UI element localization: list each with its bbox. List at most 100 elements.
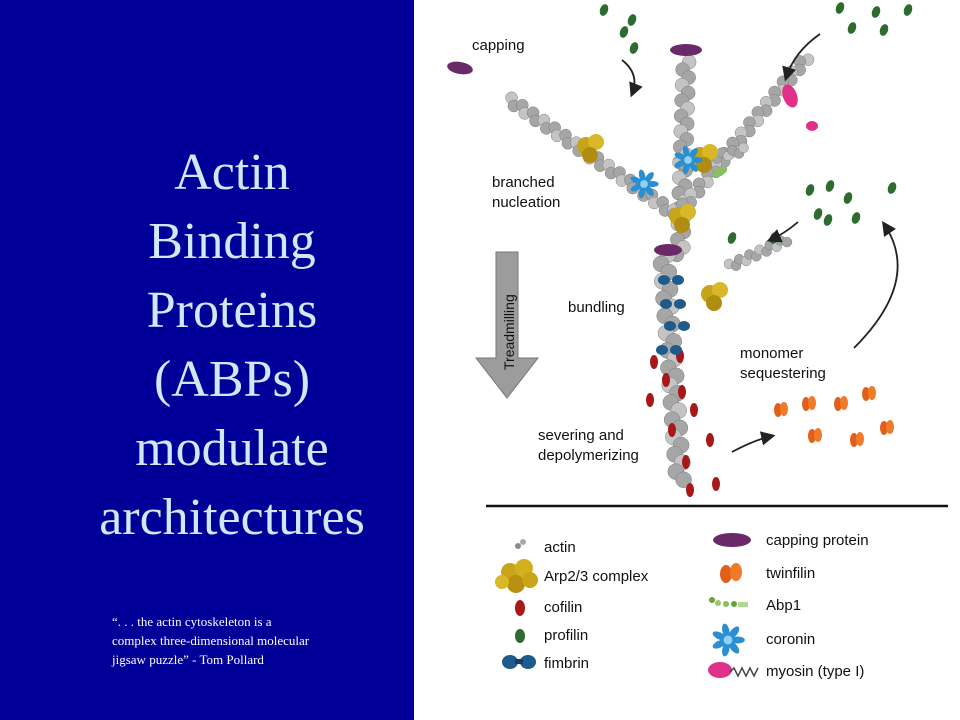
fimbrin [678, 321, 690, 331]
label-severing: severing and [538, 427, 624, 444]
treadmilling-arrow: Treadmilling [474, 251, 540, 399]
profilin [805, 184, 815, 196]
cofilin [682, 455, 690, 469]
twinfilin [856, 432, 864, 446]
arrow-profilin [766, 221, 799, 243]
title-line: architectures [99, 489, 365, 546]
fimbrin [674, 299, 686, 309]
cofilin [668, 423, 676, 437]
legend-myosin: myosin (type I) [766, 663, 864, 680]
label-depolymerizing: depolymerizing [538, 447, 639, 464]
pollard-quote: “. . . the actin cytoskeleton is a compl… [112, 612, 392, 669]
arp23-complex [680, 204, 696, 220]
diagram-proteins [447, 2, 913, 497]
twinfilin [780, 402, 788, 416]
twinfilin [814, 428, 822, 442]
twinfilin [808, 429, 816, 443]
coronin-icon [712, 623, 745, 657]
coronin [630, 169, 659, 199]
abp1-icon [709, 597, 748, 607]
twinfilin [880, 421, 888, 435]
legend-arp23: Arp2/3 complex [544, 568, 649, 585]
actin-filaments [505, 53, 815, 488]
abp1 [712, 166, 728, 178]
fimbrin [658, 275, 670, 285]
profilin [903, 4, 913, 16]
title-line: Proteins [146, 282, 318, 339]
profilin [879, 24, 889, 36]
label-monomer: monomer [740, 345, 803, 362]
title-panel: Actin Binding Proteins (ABPs) modulate a… [0, 0, 414, 720]
coronin [674, 145, 703, 175]
label-sequestering: sequestering [740, 365, 826, 382]
legend-actin: actin [544, 539, 576, 556]
arp23-complex [582, 147, 598, 163]
profilin [629, 42, 639, 54]
capping-protein [447, 61, 473, 75]
title-line: Actin [174, 144, 290, 201]
actin-filament [652, 246, 692, 488]
twinfilin [834, 397, 842, 411]
profilin [851, 212, 861, 224]
legend-twinfilin: twinfilin [766, 565, 815, 582]
arp23-complex [712, 282, 728, 298]
cofilin [646, 393, 654, 407]
cofilin [678, 385, 686, 399]
capping-protein [670, 44, 702, 56]
twinfilin [802, 397, 810, 411]
title-line: Binding [148, 213, 316, 270]
coronin-icon-shape [712, 623, 745, 657]
arrow-myosin [782, 33, 821, 82]
profilin [823, 214, 833, 226]
diagram-panel: Treadmilling capping branched nucleation… [414, 0, 960, 720]
arrow-severing [731, 431, 776, 453]
myosin [782, 84, 798, 108]
quote-line: complex three-dimensional molecular [112, 633, 310, 648]
fimbrin [670, 345, 682, 355]
legend-profilin: profilin [544, 627, 588, 644]
profilin-icon [515, 629, 525, 643]
profilin [843, 192, 853, 204]
label-nucleation: nucleation [492, 194, 560, 211]
arp23-complex [706, 295, 722, 311]
twinfilin [862, 387, 870, 401]
cofilin [662, 373, 670, 387]
twinfilin [886, 420, 894, 434]
cofilin [686, 483, 694, 497]
profilin [599, 4, 609, 16]
actin-diagram: Treadmilling capping branched nucleation… [447, 2, 948, 680]
profilin [887, 182, 897, 194]
arrow-capping [621, 59, 643, 98]
title-line: (ABPs) [153, 351, 311, 408]
profilin [627, 14, 637, 26]
fimbrin [672, 275, 684, 285]
arp23-complex-icon [495, 559, 538, 593]
fimbrin [656, 345, 668, 355]
profilin [835, 2, 845, 14]
cofilin-icon [515, 600, 525, 616]
twinfilin [774, 403, 782, 417]
profilin [847, 22, 857, 34]
actin-icon [515, 539, 526, 549]
cofilin [650, 355, 658, 369]
label-bundling: bundling [568, 299, 625, 316]
label-capping: capping [472, 37, 525, 54]
arrow-cycle [853, 221, 899, 349]
legend-cofilin: cofilin [544, 599, 582, 616]
profilin [871, 6, 881, 18]
quote-line: “. . . the actin cytoskeleton is a [112, 614, 272, 629]
cofilin [712, 477, 720, 491]
legend-icons [495, 533, 759, 678]
cofilin [690, 403, 698, 417]
legend-abp1: Abp1 [766, 597, 801, 614]
twinfilin [840, 396, 848, 410]
label-branched: branched [492, 174, 555, 191]
cofilin [706, 433, 714, 447]
myosin-icon [708, 662, 759, 678]
legend-fimbrin: fimbrin [544, 655, 589, 672]
quote-line: jigsaw puzzle” - Tom Pollard [112, 652, 264, 667]
twinfilin [868, 386, 876, 400]
legend-coronin: coronin [766, 631, 815, 648]
title-line: modulate [135, 420, 329, 477]
treadmilling-label: Treadmilling [501, 294, 517, 370]
